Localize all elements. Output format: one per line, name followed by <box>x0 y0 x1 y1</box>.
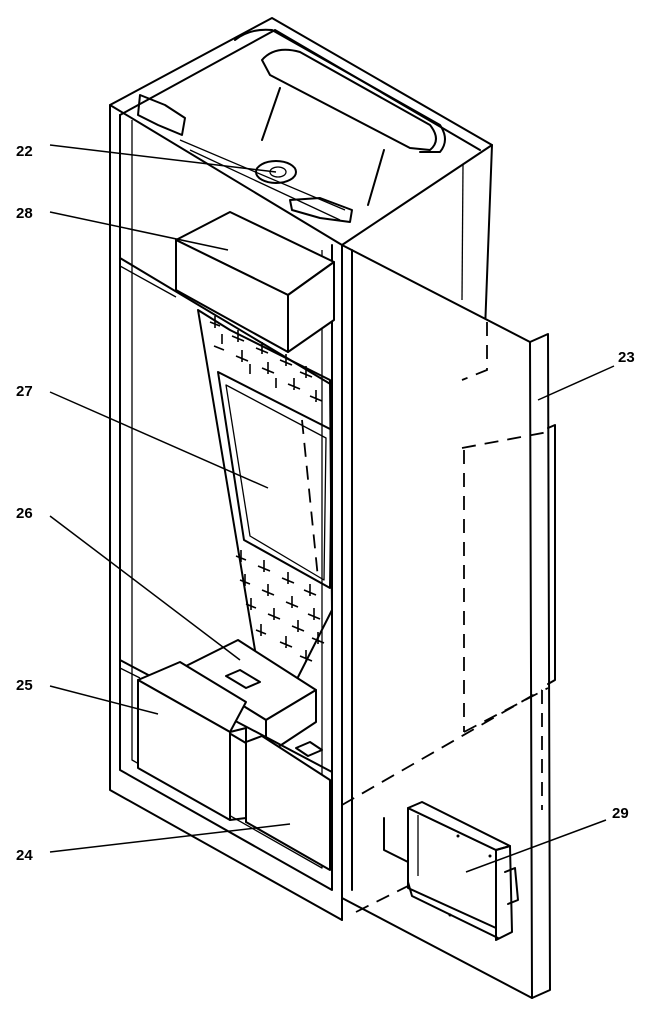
leader-28 <box>49 211 229 251</box>
module-29 <box>383 801 519 941</box>
top-handle <box>261 48 437 151</box>
unit-24 <box>245 735 331 871</box>
label-26: 26 <box>16 505 33 522</box>
unit-28 <box>175 211 335 353</box>
label-23: 23 <box>618 349 635 366</box>
top-sensor <box>255 160 297 184</box>
cabinet-top <box>109 17 493 246</box>
label-27: 27 <box>16 383 33 400</box>
upper-grille <box>209 316 323 402</box>
reference-numerals: 22 28 23 27 26 25 29 24 <box>16 143 635 864</box>
cabinet-back-edge <box>484 144 493 331</box>
leader-25 <box>49 685 159 715</box>
label-25: 25 <box>16 677 33 694</box>
leader-lines <box>49 144 615 873</box>
door-23 <box>341 244 556 999</box>
leader-23 <box>537 365 615 401</box>
label-29: 29 <box>612 805 629 822</box>
leader-22 <box>49 144 277 173</box>
slot-26 <box>225 669 261 689</box>
top-right-bracket <box>289 197 353 223</box>
leader-26 <box>49 515 241 661</box>
label-22: 22 <box>16 143 33 160</box>
leader-24 <box>49 823 291 853</box>
unit-25 <box>137 661 247 821</box>
label-24: 24 <box>16 847 33 864</box>
screen-window <box>217 371 333 589</box>
panel-27 <box>197 309 333 686</box>
leader-29 <box>465 819 607 873</box>
top-left-bracket <box>137 94 186 136</box>
leader-27 <box>49 391 269 489</box>
cabinet-back-edge-inner <box>461 164 464 301</box>
top-fixture <box>137 28 446 223</box>
lower-grille <box>235 550 325 662</box>
label-28: 28 <box>16 205 33 222</box>
door-edge <box>529 341 533 999</box>
